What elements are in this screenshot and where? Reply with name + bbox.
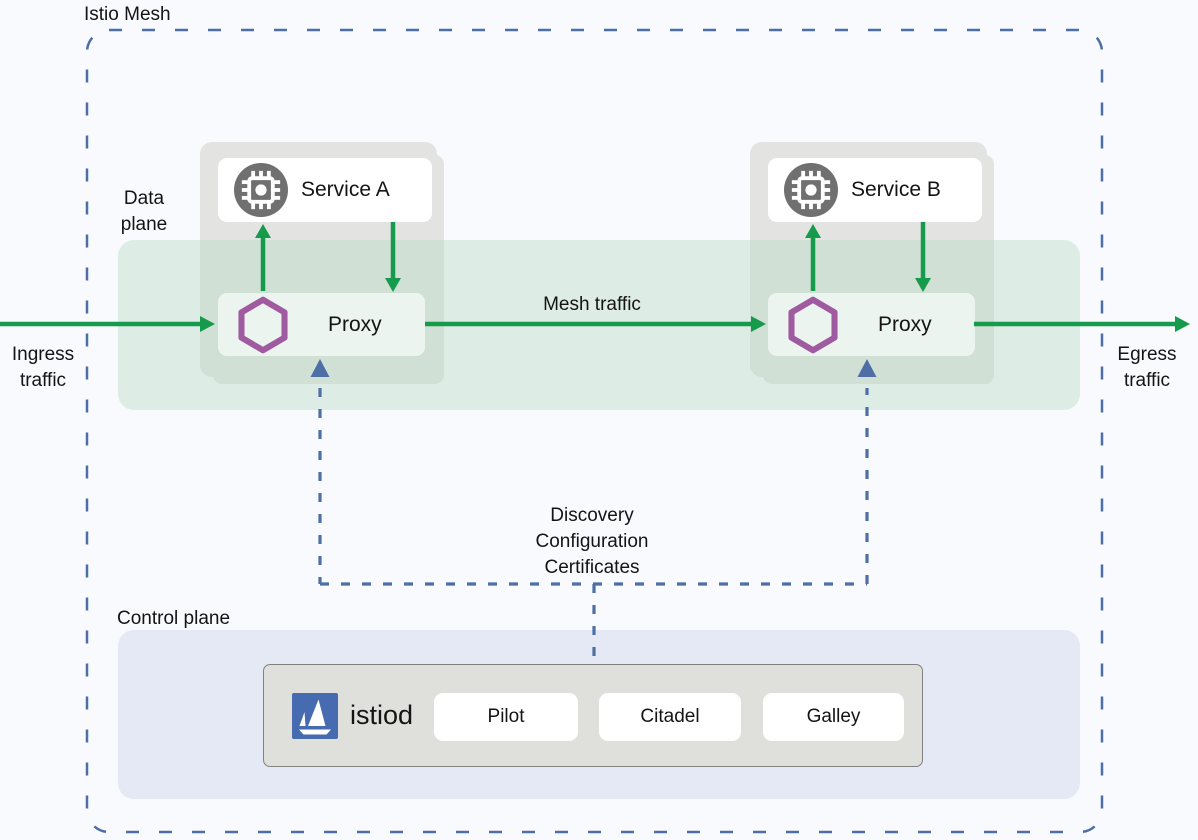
proxy-a-card: Proxy <box>218 293 425 356</box>
proxy-a-label: Proxy <box>328 312 382 336</box>
proxy-b-label: Proxy <box>878 312 932 336</box>
component-citadel: Citadel <box>599 693 741 741</box>
data-plane-label: Data plane <box>120 188 168 235</box>
pilot-label: Pilot <box>487 706 525 727</box>
component-galley: Galley <box>763 693 904 741</box>
control-channel-label: Discovery Configuration Certificates <box>535 505 649 578</box>
envoy-hexagon-icon <box>786 296 840 354</box>
proxy-b-card: Proxy <box>768 293 975 356</box>
envoy-hexagon-icon <box>236 296 290 354</box>
control-plane-box: istiod Pilot Citadel Galley <box>118 630 1080 799</box>
ingress-traffic-label: Ingress traffic <box>11 344 75 391</box>
mesh-title: Istio Mesh <box>84 4 171 25</box>
mesh-traffic-label: Mesh traffic <box>543 294 641 315</box>
egress-traffic-label: Egress traffic <box>1117 344 1177 391</box>
chip-icon <box>784 163 838 217</box>
service-b-label: Service B <box>851 178 941 201</box>
istiod-label: istiod <box>350 700 414 730</box>
service-a-card: Service A <box>218 158 432 222</box>
component-pilot: Pilot <box>434 693 578 741</box>
galley-label: Galley <box>806 706 861 727</box>
service-a-label: Service A <box>301 178 390 201</box>
egress-arrow-head <box>1175 316 1190 332</box>
control-plane-label: Control plane <box>117 608 231 629</box>
istio-sail-logo-icon <box>292 693 338 739</box>
chip-icon <box>234 163 288 217</box>
istiod-box: istiod Pilot Citadel Galley <box>263 664 923 767</box>
service-b-card: Service B <box>768 158 982 222</box>
citadel-label: Citadel <box>640 706 700 727</box>
